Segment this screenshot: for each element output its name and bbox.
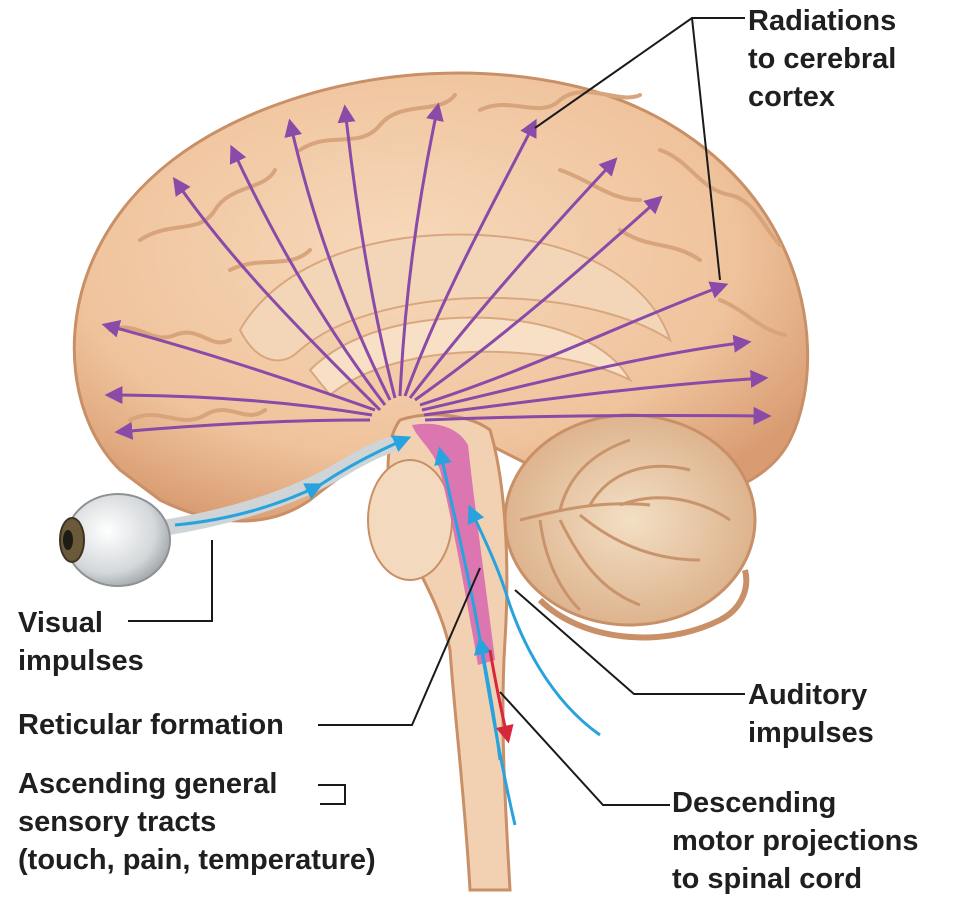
label-radiations-line1: Radiations: [748, 2, 896, 40]
label-reticular: Reticular formation: [18, 706, 284, 744]
label-ascending-line1: Ascending general: [18, 765, 376, 803]
label-auditory-line2: impulses: [748, 714, 874, 752]
label-ascending-line2: sensory tracts: [18, 803, 376, 841]
label-descending-line3: to spinal cord: [672, 860, 919, 898]
label-descending-line2: motor projections: [672, 822, 919, 860]
label-ascending: Ascending general sensory tracts (touch,…: [18, 765, 376, 879]
label-visual-line1: Visual: [18, 604, 144, 642]
cerebellum: [505, 415, 755, 637]
label-auditory-line1: Auditory: [748, 676, 874, 714]
label-radiations-line2: to cerebral: [748, 40, 896, 78]
label-reticular-line1: Reticular formation: [18, 706, 284, 744]
label-radiations-line3: cortex: [748, 78, 896, 116]
label-visual: Visual impulses: [18, 604, 144, 680]
label-descending: Descending motor projections to spinal c…: [672, 784, 919, 898]
label-radiations: Radiations to cerebral cortex: [748, 2, 896, 116]
brainstem: [368, 415, 510, 890]
pons: [368, 460, 452, 580]
label-visual-line2: impulses: [18, 642, 144, 680]
leader-descending: [500, 692, 670, 805]
label-auditory: Auditory impulses: [748, 676, 874, 752]
label-descending-line1: Descending: [672, 784, 919, 822]
label-ascending-line3: (touch, pain, temperature): [18, 841, 376, 879]
eyeball-icon: [60, 494, 170, 586]
